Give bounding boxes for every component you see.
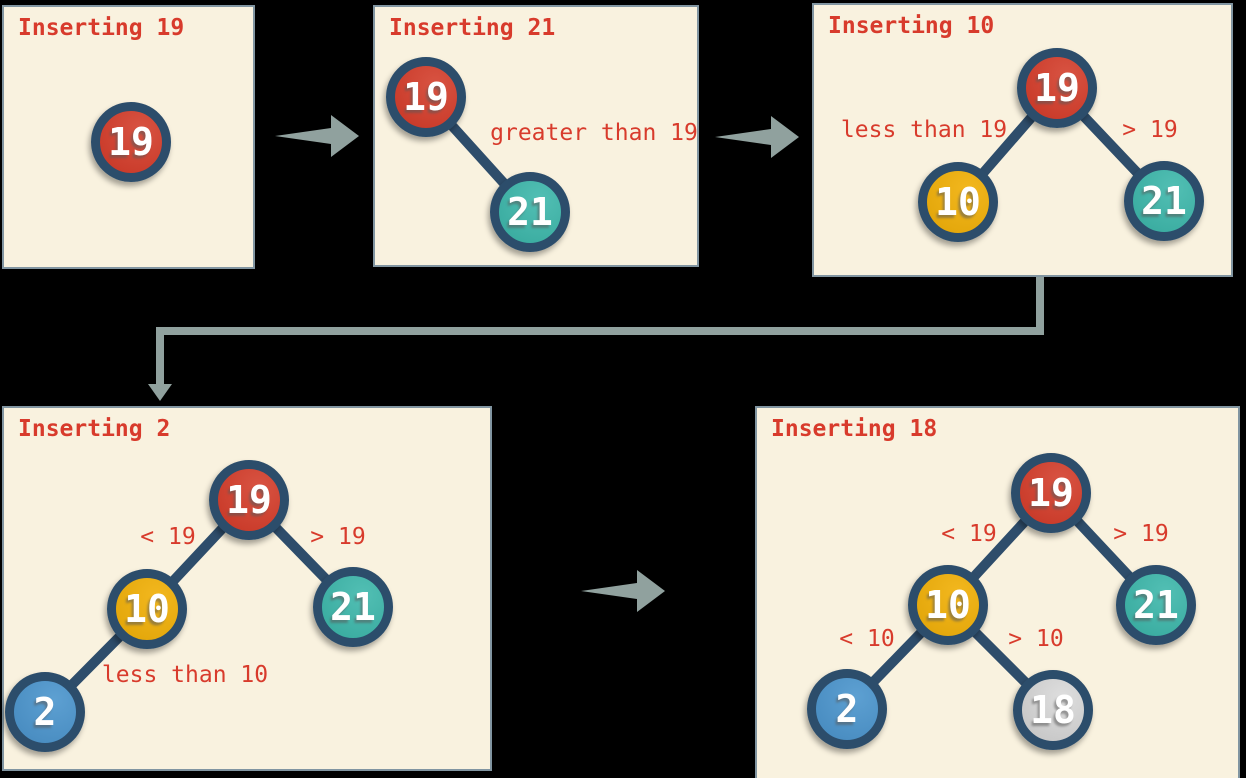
edge-label: > 19: [310, 524, 366, 550]
tree-node-2: 2: [807, 669, 887, 749]
tree-node-21: 21: [490, 172, 570, 252]
edge-label: < 19: [140, 524, 196, 550]
edge-label: < 19: [941, 521, 997, 547]
panel-inserting-19: Inserting 19 19: [2, 5, 255, 269]
tree-node-21: 21: [1116, 565, 1196, 645]
tree-node-10: 10: [908, 565, 988, 645]
tree-node-21: 21: [313, 567, 393, 647]
panel-inserting-2: Inserting 2 19 10 21 2 < 19 > 19 less th…: [2, 406, 492, 771]
tree-node-21: 21: [1124, 161, 1204, 241]
edge-label: less than 19: [840, 117, 1008, 143]
edge-label: > 19: [1122, 117, 1178, 143]
panel-inserting-21: Inserting 21 19 21 greater than 19: [373, 5, 699, 267]
panel-title: Inserting 21: [389, 15, 556, 41]
tree-node-2: 2: [5, 672, 85, 752]
edge-label: < 10: [839, 626, 895, 652]
panel-inserting-10: Inserting 10 19 10 21 less than 19 > 19: [812, 3, 1233, 277]
panel-inserting-18: Inserting 18 19 10 21 2 18 < 19 > 19 < 1…: [755, 406, 1240, 778]
panel-title: Inserting 2: [18, 416, 171, 442]
tree-node-19: 19: [91, 102, 171, 182]
panel-title: Inserting 18: [771, 416, 938, 442]
edge-label: > 10: [1008, 626, 1064, 652]
right-arrow-icon: [275, 115, 359, 157]
right-arrow-icon: [581, 570, 665, 612]
right-arrow-icon: [715, 116, 799, 158]
tree-node-19: 19: [209, 460, 289, 540]
tree-node-10: 10: [918, 162, 998, 242]
panel-title: Inserting 19: [18, 15, 185, 41]
tree-node-19: 19: [386, 57, 466, 137]
edge-label: less than 10: [101, 662, 269, 688]
tree-node-18: 18: [1013, 670, 1093, 750]
tree-node-19: 19: [1017, 48, 1097, 128]
panel-title: Inserting 10: [828, 13, 995, 39]
edge-label: greater than 19: [490, 120, 698, 146]
tree-node-19: 19: [1011, 453, 1091, 533]
edge-label: > 19: [1113, 521, 1169, 547]
tree-node-10: 10: [107, 569, 187, 649]
